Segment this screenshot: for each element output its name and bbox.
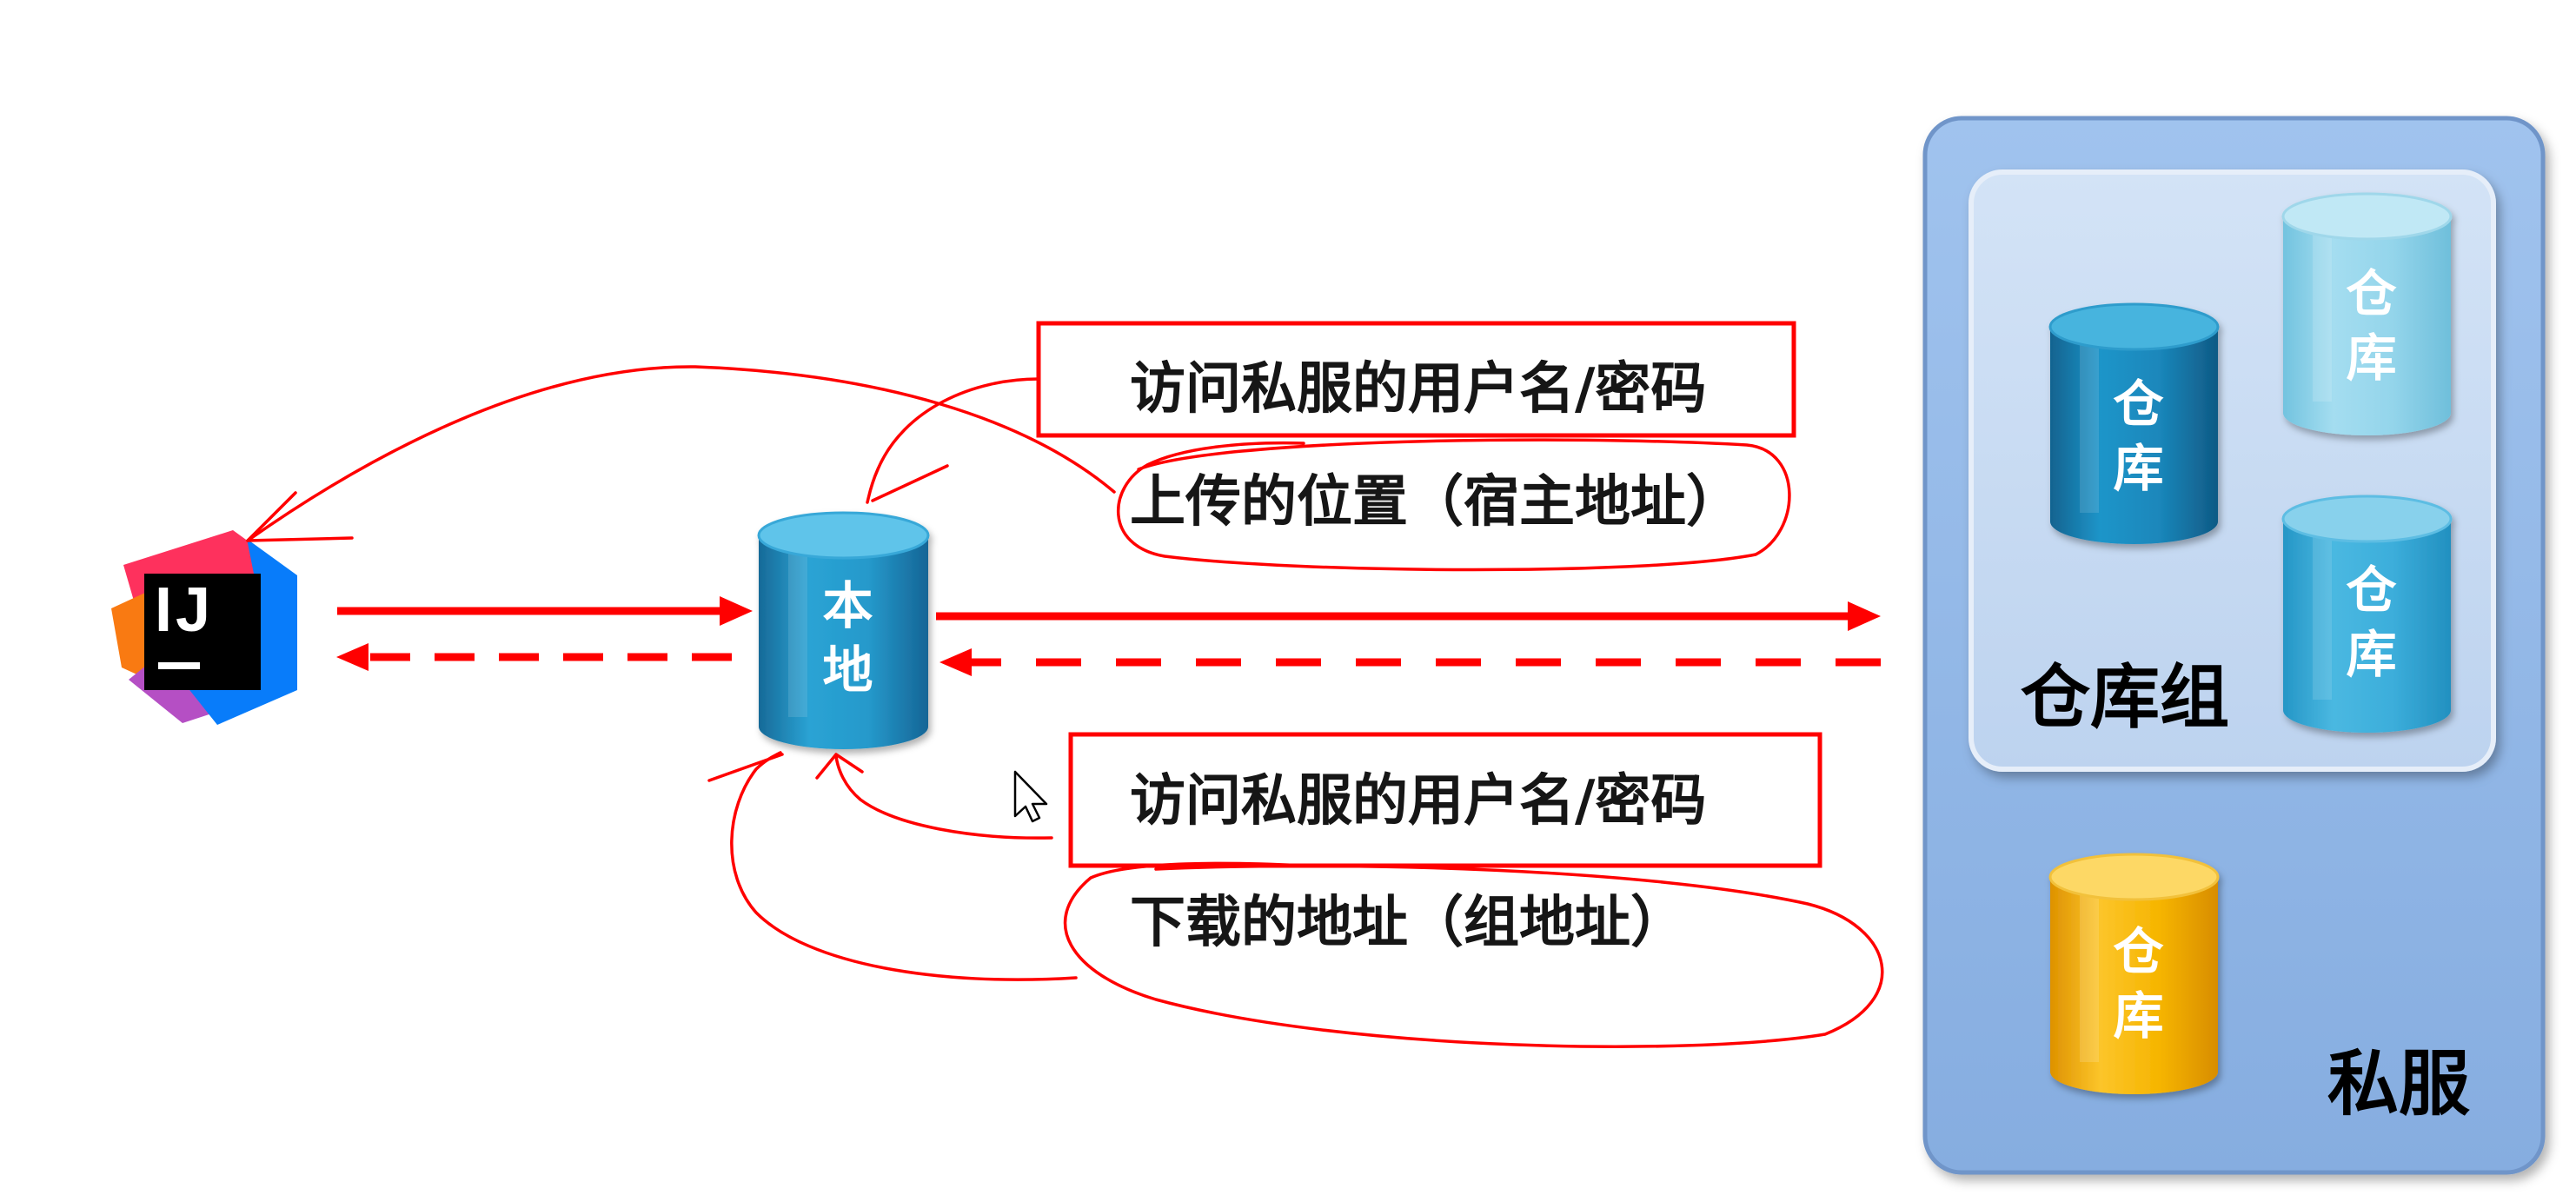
intellij-idea-icon [111, 530, 297, 725]
group-repo-2-label: 仓库 [2337, 267, 2397, 395]
group-repo-1-cylinder [2048, 302, 2220, 544]
group-repo-1-label: 仓库 [2104, 377, 2164, 506]
curve-download-location-to-local [730, 751, 1078, 981]
group-repo-1-label-box: 仓库 [2050, 355, 2218, 528]
arrow-head [720, 596, 753, 626]
arrow-local-to-server [936, 601, 1881, 631]
cylinder-top [2281, 495, 2453, 543]
curve-credentials-to-local-bottom-head [815, 753, 864, 780]
cylinder-highlight [2313, 228, 2332, 402]
download-credentials-text: 访问私服的用户名/密码 [1130, 769, 1707, 833]
cylinder-highlight [2080, 339, 2099, 513]
logo-underscore [158, 662, 200, 669]
cylinder-highlight [788, 548, 807, 717]
arrow-head [939, 648, 972, 676]
local-repo-cylinder [757, 511, 930, 749]
upload-location-text: 上传的位置（宿主地址） [1130, 470, 1742, 535]
ide-logo-text: IJ [155, 575, 215, 645]
group-repo-3-label: 仓库 [2337, 563, 2397, 692]
dashed-arrow-local-to-ide [336, 643, 732, 671]
curve-credentials-to-local-top-head [871, 464, 949, 502]
curve-upload-location-to-ide-head [246, 491, 354, 542]
curve-download-location-to-local-head [707, 753, 784, 782]
standalone-repo-cylinder [2048, 853, 2220, 1095]
mouse-pointer-icon [1013, 770, 1048, 823]
dashed-arrow-server-to-local [939, 648, 1881, 676]
arrow-head [1848, 601, 1881, 631]
local-repo-label: 本地 [813, 579, 873, 707]
repo-group-label: 仓库组 [2021, 657, 2229, 738]
cylinder-highlight [2080, 888, 2099, 1062]
cylinder-top [757, 511, 930, 560]
curve-upload-location-to-ide [246, 365, 1116, 542]
upload-credentials-text: 访问私服的用户名/密码 [1130, 357, 1707, 422]
curve-credentials-to-local-top [866, 377, 1040, 504]
cylinder-top [2048, 853, 2220, 901]
group-repo-3-cylinder [2281, 495, 2453, 734]
group-repo-2-label-box: 仓库 [2283, 244, 2451, 418]
curve-credentials-to-local-bottom [834, 754, 1053, 840]
upload-location-ellipse [1117, 438, 1791, 572]
arrow-ide-to-local [337, 596, 753, 626]
download-credentials-box [1068, 732, 1822, 868]
cylinder-highlight [2313, 530, 2332, 700]
group-repo-2-cylinder [2281, 192, 2453, 436]
cylinder-top [2048, 302, 2220, 351]
standalone-repo-label-box: 仓库 [2050, 902, 2218, 1076]
download-location-text: 下载的地址（组地址） [1130, 891, 1686, 955]
private-server-label: 私服 [2327, 1043, 2471, 1126]
cylinder-top [2281, 192, 2453, 241]
group-repo-3-label-box: 仓库 [2283, 541, 2451, 714]
standalone-repo-label: 仓库 [2104, 925, 2164, 1053]
logo-black-square [144, 574, 261, 690]
freehand-annotations [246, 365, 1884, 1048]
arrow-head [336, 643, 368, 671]
local-repo-label-box: 本地 [759, 556, 928, 730]
download-location-ellipse [1063, 861, 1884, 1048]
